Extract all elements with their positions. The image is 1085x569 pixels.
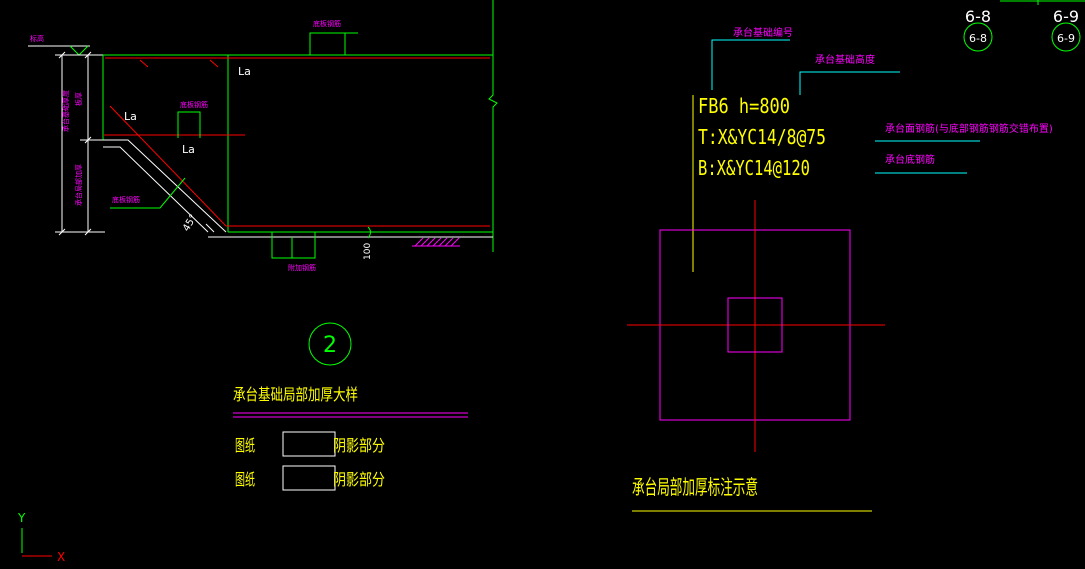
slope-corner-line: [205, 223, 215, 233]
rebar-bend-mark: [367, 226, 371, 239]
rebar-leader-label: 底板钢筋: [313, 19, 341, 28]
rebar-leader-label: 附加钢筋: [288, 263, 316, 272]
annotation-example: 承台基础编号 承台基础高度 FB6 h=800 T:X&YC14/8@75 B:…: [627, 26, 1053, 512]
grid-axis-label: 6-8: [965, 7, 991, 26]
grid-axis-bubble-text: 6-8: [969, 32, 987, 45]
elevation-label: 标高: [30, 34, 44, 43]
dimension-ticks: [58, 51, 92, 236]
dimension-value-100: 100: [363, 243, 373, 260]
rebar-leader-line: [309, 32, 346, 55]
annotation-leader-line: [799, 71, 900, 95]
rebar-hook: [139, 59, 219, 68]
pile-section-hatch-icon: [727, 297, 783, 353]
annotation-title: 承台局部加厚标注示意: [632, 475, 758, 499]
slope-outline: [103, 139, 227, 233]
legend-suffix: 阴影部分: [333, 436, 385, 455]
slope-outline: [103, 146, 209, 233]
legend-prefix: 图纸: [235, 436, 255, 455]
legend-row: 图纸 阴影部分: [235, 465, 385, 491]
ground-hatch-icon: [412, 237, 460, 247]
rebar-leader-label: 底板钢筋: [112, 195, 140, 204]
detail-title: 承台基础局部加厚大样: [233, 385, 358, 404]
lap-length-label: La: [124, 110, 137, 123]
bottom-rebar-spec: B:X&YC14@120: [698, 156, 810, 180]
annotation-leader-line: [711, 39, 790, 90]
detail-caption: 2 承台基础局部加厚大样 图纸 阴影部分 图纸 阴影部分: [233, 322, 468, 491]
grid-axis-label: 6-9: [1053, 7, 1079, 26]
grid-axis-bubbles: 6-8 6-8 6-9 6-9: [963, 0, 1085, 52]
crosshatch-swatch-icon: [282, 431, 336, 457]
grid-axis-bubble[interactable]: [963, 22, 993, 52]
dimension-label-cap-thickness: 承台基础厚度: [61, 90, 70, 132]
ucs-y-label: Y: [17, 511, 26, 525]
lap-length-label: La: [238, 65, 251, 78]
top-rebar-spec: T:X&YC14/8@75: [698, 125, 826, 149]
break-line: [488, 0, 498, 252]
rebar-leader-line: [271, 232, 316, 259]
ucs-x-label: X: [57, 550, 65, 564]
ucs-icon: Y X: [17, 511, 65, 564]
dimension-label-thickening: 承台局部加厚: [74, 164, 83, 206]
rebar-leader-line: [177, 111, 201, 138]
leader-label-top-rebar: 承台面钢筋(与底部钢筋钢筋交错布置): [885, 122, 1053, 135]
lap-length-label: La: [182, 143, 195, 156]
rebar-leader-label: 底板钢筋: [180, 100, 208, 109]
legend-prefix: 图纸: [235, 470, 255, 489]
leader-label-cap-id: 承台基础编号: [733, 26, 793, 39]
leader-label-bottom-rebar: 承台底钢筋: [885, 153, 935, 166]
slope-angle-label: 45°: [181, 213, 199, 234]
grid-axis-bubble[interactable]: [1051, 22, 1081, 52]
grid-axis-bubble-text: 6-9: [1057, 32, 1075, 45]
leader-label-cap-height: 承台基础高度: [815, 53, 875, 66]
thickening-rebar-line: [109, 105, 490, 227]
elevation-marker-icon: [69, 45, 89, 56]
rebar-leader-line: [110, 177, 186, 209]
diagonal-hatch-swatch-icon: [282, 465, 336, 491]
section-tag-number: 2: [323, 333, 337, 358]
section-detail: 标高 承台基础厚度 板厚 承台局部加厚 La La La: [28, 0, 498, 272]
legend-suffix: 阴影部分: [333, 470, 385, 489]
section-tag-circle: [308, 322, 352, 366]
legend-row: 图纸 阴影部分: [235, 431, 385, 457]
cap-mark-line: FB6 h=800: [698, 94, 790, 118]
dimension-label-slab-thickness: 板厚: [74, 92, 83, 106]
